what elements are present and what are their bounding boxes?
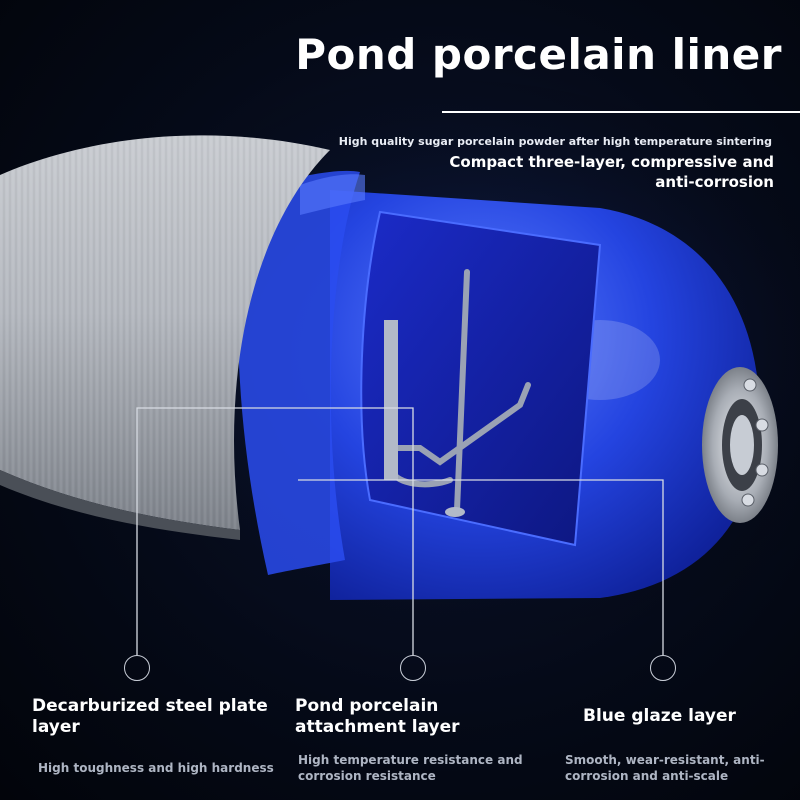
subtitle-main: Compact three-layer, compressive and ant… [449, 153, 774, 191]
callout-ring-porcelain [400, 655, 426, 681]
page-title: Pond porcelain liner [295, 30, 782, 79]
layer-title-steel: Decarburized steel plate layer [32, 696, 268, 737]
layer-desc-glaze: Smooth, wear-resistant, anti-corrosion a… [565, 753, 765, 783]
layer-desc-porcelain: High temperature resistance and corrosio… [298, 753, 523, 783]
callout-ring-glaze [650, 655, 676, 681]
callout-ring-steel [124, 655, 150, 681]
layer-title-glaze: Blue glaze layer [583, 706, 736, 726]
title-divider [442, 111, 800, 113]
layer-desc-steel: High toughness and high hardness [38, 761, 274, 775]
layer-title-porcelain: Pond porcelain attachment layer [295, 696, 460, 737]
subtitle-small: High quality sugar porcelain powder afte… [338, 135, 772, 148]
porcelain-layer-sheet [238, 170, 360, 575]
tank-interior-cutaway [360, 210, 602, 547]
callout-line-steel [136, 407, 242, 655]
callout-line-glaze [298, 479, 664, 655]
callout-line-porcelain [242, 407, 414, 655]
